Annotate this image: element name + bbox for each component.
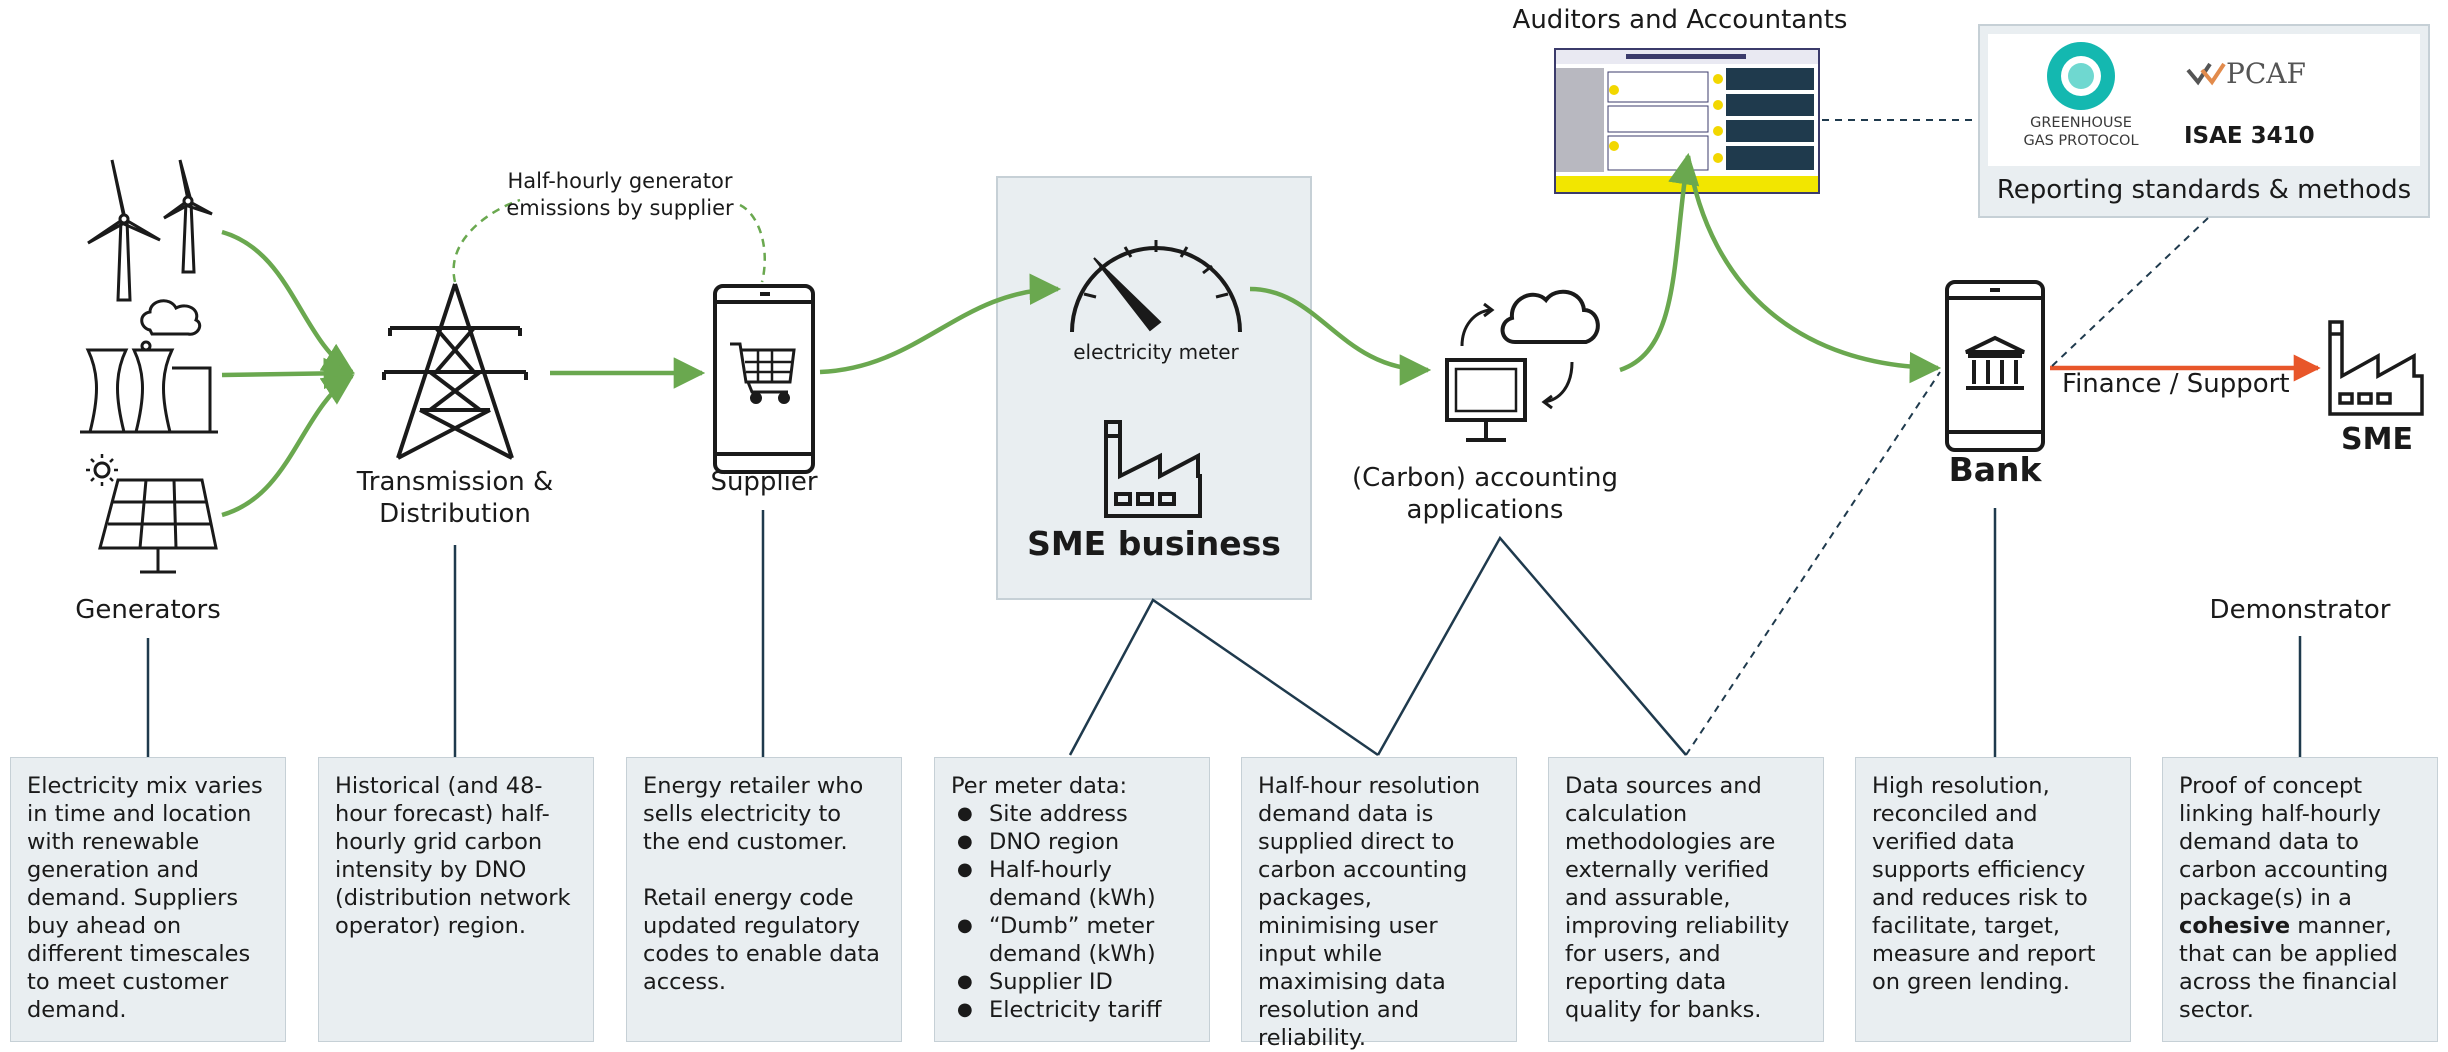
half-hourly-dashed-arc xyxy=(452,198,766,283)
accounting-applications-label: (Carbon) accounting applications xyxy=(1350,462,1620,526)
auditors-label: Auditors and Accountants xyxy=(1512,5,1848,35)
ghg-line1: GREENHOUSE xyxy=(2030,115,2132,131)
transmission-label: Transmission & Distribution xyxy=(330,466,580,530)
flow-supplier-to-meter xyxy=(819,273,1062,375)
phone-cart-icon xyxy=(713,284,815,474)
solar-panel-icon xyxy=(86,454,218,574)
supplier-description-p1: Energy retailer who sells electricity to… xyxy=(643,773,864,855)
generators-label: Generators xyxy=(75,595,221,625)
pcaf-wordmark: PCAF xyxy=(2226,57,2306,90)
gauge-icon xyxy=(1070,240,1242,333)
pcaf-logo-mark-icon xyxy=(2186,62,2226,86)
demonstrator-text-bold: cohesive xyxy=(2179,913,2291,939)
generators-description: Electricity mix varies in time and locat… xyxy=(27,773,263,1023)
sme-factory-icon xyxy=(2328,320,2424,416)
connector-sme-business xyxy=(1068,598,1379,757)
demonstrator-text-pre: Proof of concept linking half-hourly dem… xyxy=(2179,773,2389,911)
high-resolution-description: High resolution, reconciled and verified… xyxy=(1872,773,2096,995)
ghg-protocol-wordmark: GREENHOUSE GAS PROTOCOL xyxy=(2008,114,2154,150)
power-plant-icon xyxy=(80,299,218,434)
list-item: DNO region xyxy=(951,828,1193,856)
data-sources-description: Data sources and calculation methodologi… xyxy=(1565,773,1790,1023)
meter-data-title: Per meter data: xyxy=(951,773,1128,799)
supplier-description-box: Energy retailer who sells electricity to… xyxy=(626,757,902,1042)
data-sources-box: Data sources and calculation methodologi… xyxy=(1548,757,1824,1042)
flow-solar-to-grid xyxy=(221,374,355,518)
demonstrator-label: Demonstrator xyxy=(2209,595,2391,625)
phone-bank-icon xyxy=(1945,280,2045,452)
flow-auditors-to-bank xyxy=(1685,155,1942,384)
list-item: Site address xyxy=(951,800,1193,828)
ghg-line2: GAS PROTOCOL xyxy=(2023,133,2139,149)
dashed-standards-bank xyxy=(2049,217,2209,369)
computer-cloud-sync-icon xyxy=(1445,289,1600,442)
flow-plant-to-grid xyxy=(221,357,356,390)
half-hour-resolution-box: Half-hour resolution demand data is supp… xyxy=(1241,757,1517,1051)
half-hourly-note: Half-hourly generator emissions by suppl… xyxy=(490,168,750,222)
accounting-label-line2: applications xyxy=(1406,495,1564,525)
flow-meter-to-accounting xyxy=(1249,286,1432,386)
flow-accounting-to-auditors xyxy=(1619,152,1700,373)
sme-label: SME xyxy=(2341,422,2413,457)
reporting-standards-caption: Reporting standards & methods xyxy=(1996,175,2412,205)
list-item: “Dumb” meter demand (kWh) xyxy=(951,912,1193,968)
demonstrator-description: Proof of concept linking half-hourly dem… xyxy=(2179,772,2421,1024)
transmission-label-line2: Distribution xyxy=(379,499,531,529)
half-hourly-note-line1: Half-hourly generator xyxy=(507,169,733,193)
list-item: Supplier ID xyxy=(951,968,1193,996)
generators-description-box: Electricity mix varies in time and locat… xyxy=(10,757,286,1042)
meter-data-list: Site address DNO region Half-hourly dema… xyxy=(951,800,1193,1024)
supplier-label: Supplier xyxy=(710,467,818,497)
pylon-icon xyxy=(382,283,528,460)
wind-turbine-icon xyxy=(87,159,213,302)
list-item: Half-hourly demand (kWh) xyxy=(951,856,1193,912)
transmission-label-line1: Transmission & xyxy=(356,467,554,497)
high-resolution-box: High resolution, reconciled and verified… xyxy=(1855,757,2131,1042)
dashed-datasources-bank xyxy=(1685,371,1941,756)
meter-data-box: Per meter data: Site address DNO region … xyxy=(934,757,1210,1042)
electricity-meter-label: electricity meter xyxy=(1073,340,1239,364)
half-hour-resolution-description: Half-hour resolution demand data is supp… xyxy=(1258,773,1481,1051)
globe-logo-icon xyxy=(2047,42,2115,110)
transmission-description: Historical (and 48-hour forecast) half-h… xyxy=(335,773,571,939)
factory-icon xyxy=(1104,420,1202,518)
flow-wind-to-grid xyxy=(221,229,355,374)
bank-label: Bank xyxy=(1948,450,2042,489)
supplier-description-p2: Retail energy code updated regulatory co… xyxy=(643,885,880,995)
demonstrator-text-post: manner, that can be applied across the f… xyxy=(2179,913,2398,1023)
isae-3410-label: ISAE 3410 xyxy=(2184,123,2315,149)
list-item: Electricity tariff xyxy=(951,996,1193,1024)
finance-support-label: Finance / Support xyxy=(2062,369,2290,399)
accounting-label-line1: (Carbon) accounting xyxy=(1351,463,1618,493)
sme-business-label: SME business xyxy=(1027,524,1281,563)
half-hourly-note-line2: emissions by supplier xyxy=(506,196,734,220)
transmission-description-box: Historical (and 48-hour forecast) half-h… xyxy=(318,757,594,1042)
connector-accounting xyxy=(1376,535,1687,756)
demonstrator-description-box: Proof of concept linking half-hourly dem… xyxy=(2162,757,2438,1042)
